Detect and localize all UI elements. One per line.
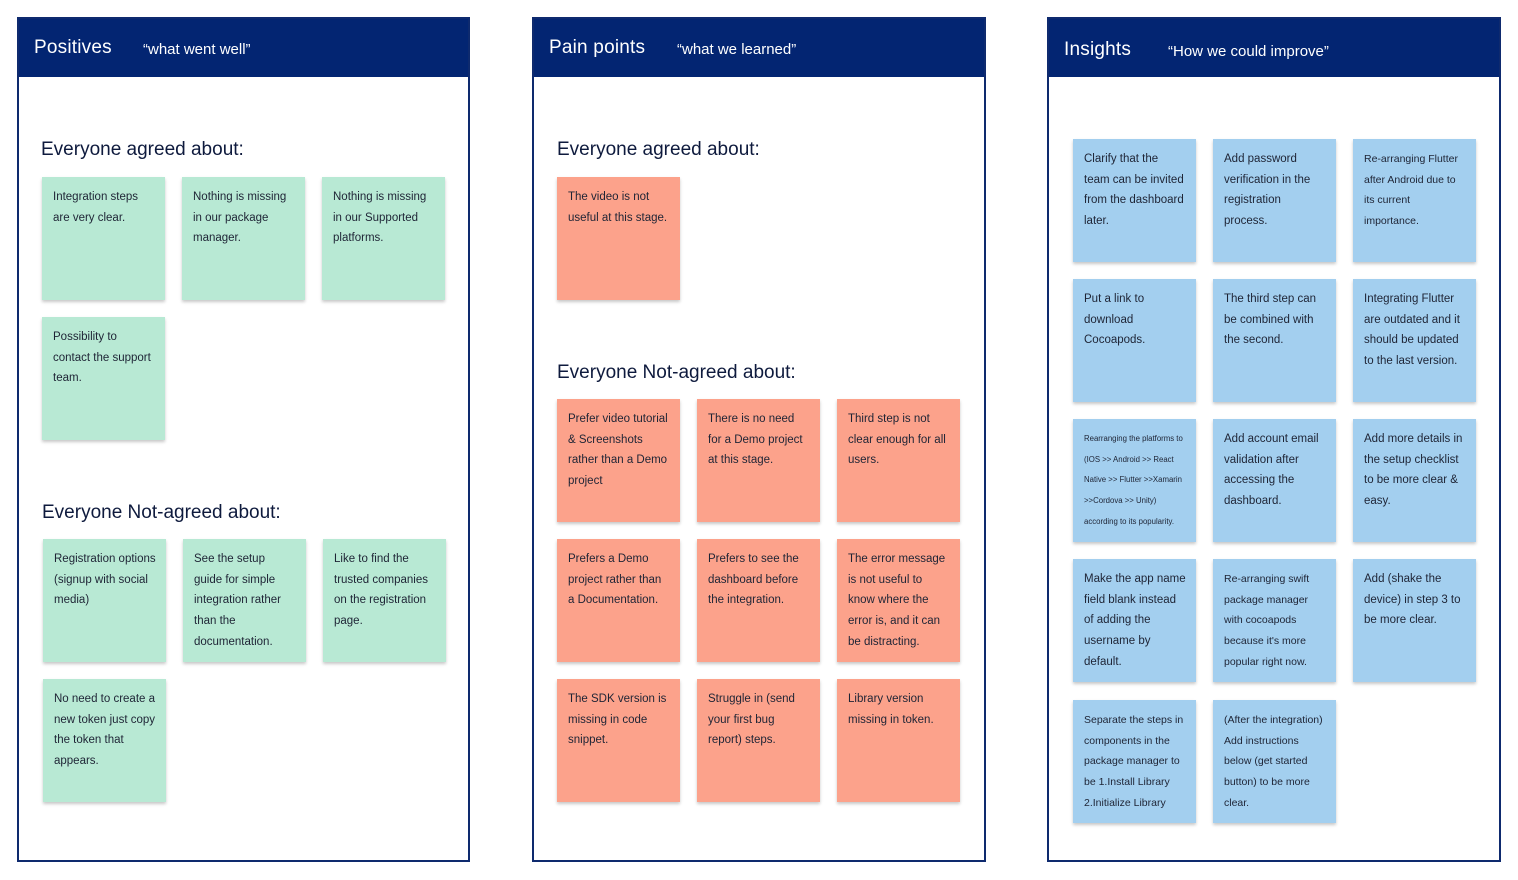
insights-title: Insights (1064, 39, 1132, 60)
insights-subtitle: “How we could improve” (1168, 43, 1329, 60)
sticky-note[interactable]: The SDK version is missing in code snipp… (557, 679, 680, 802)
sticky-note[interactable]: Like to find the trusted companies on th… (323, 539, 446, 662)
positives-not-agreed-heading: Everyone Not-agreed about: (42, 502, 281, 523)
positives-subtitle: “what went well” (143, 41, 251, 58)
sticky-note[interactable]: Integrating Flutter are outdated and it … (1353, 279, 1476, 402)
pain-points-subtitle: “what we learned” (677, 41, 797, 58)
insights-header: Insights “How we could improve” (1049, 19, 1499, 77)
sticky-note[interactable]: The third step can be combined with the … (1213, 279, 1336, 402)
sticky-note[interactable]: Add account email validation after acces… (1213, 419, 1336, 542)
sticky-note[interactable]: The error message is not useful to know … (837, 539, 960, 662)
insights-board: Insights “How we could improve” Clarify … (1047, 17, 1501, 862)
pain-points-board: Pain points “what we learned” Everyone a… (532, 17, 986, 862)
sticky-note[interactable]: Clarify that the team can be invited fro… (1073, 139, 1196, 262)
sticky-note[interactable]: Integration steps are very clear. (42, 177, 165, 300)
sticky-note[interactable]: Add password verification in the registr… (1213, 139, 1336, 262)
pain-points-title: Pain points (549, 37, 646, 58)
sticky-note[interactable]: See the setup guide for simple integrati… (183, 539, 306, 662)
sticky-note[interactable]: Library version missing in token. (837, 679, 960, 802)
pain-points-agreed-heading: Everyone agreed about: (557, 139, 760, 160)
sticky-note[interactable]: Rearranging the platforms to (IOS >> And… (1073, 419, 1196, 542)
sticky-note[interactable]: Possibility to contact the support team. (42, 317, 165, 440)
sticky-note[interactable]: Struggle in (send your first bug report)… (697, 679, 820, 802)
pain-points-not-agreed-heading: Everyone Not-agreed about: (557, 362, 796, 383)
sticky-note[interactable]: Registration options (signup with social… (43, 539, 166, 662)
sticky-note[interactable]: Re-arranging swift package manager with … (1213, 559, 1336, 682)
positives-agreed-heading: Everyone agreed about: (41, 139, 244, 160)
positives-board: Positives “what went well” Everyone agre… (17, 17, 470, 862)
sticky-note[interactable]: (After the integration) Add instructions… (1213, 700, 1336, 823)
sticky-note[interactable]: Add (shake the device) in step 3 to be m… (1353, 559, 1476, 682)
pain-points-header: Pain points “what we learned” (534, 19, 984, 77)
sticky-note[interactable]: No need to create a new token just copy … (43, 679, 166, 802)
sticky-note[interactable]: Add more details in the setup checklist … (1353, 419, 1476, 542)
sticky-note[interactable]: There is no need for a Demo project at t… (697, 399, 820, 522)
sticky-note[interactable]: Nothing is missing in our package manage… (182, 177, 305, 300)
sticky-note[interactable]: Put a link to download Cocoapods. (1073, 279, 1196, 402)
sticky-note[interactable]: Prefers a Demo project rather than a Doc… (557, 539, 680, 662)
sticky-note[interactable]: Separate the steps in components in the … (1073, 700, 1196, 823)
positives-title: Positives (34, 37, 112, 58)
sticky-note[interactable]: Third step is not clear enough for all u… (837, 399, 960, 522)
sticky-note[interactable]: The video is not useful at this stage. (557, 177, 680, 300)
sticky-note[interactable]: Make the app name field blank instead of… (1073, 559, 1196, 682)
sticky-note[interactable]: Nothing is missing in our Supported plat… (322, 177, 445, 300)
positives-header: Positives “what went well” (19, 19, 468, 77)
sticky-note[interactable]: Re-arranging Flutter after Android due t… (1353, 139, 1476, 262)
sticky-note[interactable]: Prefer video tutorial & Screenshots rath… (557, 399, 680, 522)
sticky-note[interactable]: Prefers to see the dashboard before the … (697, 539, 820, 662)
